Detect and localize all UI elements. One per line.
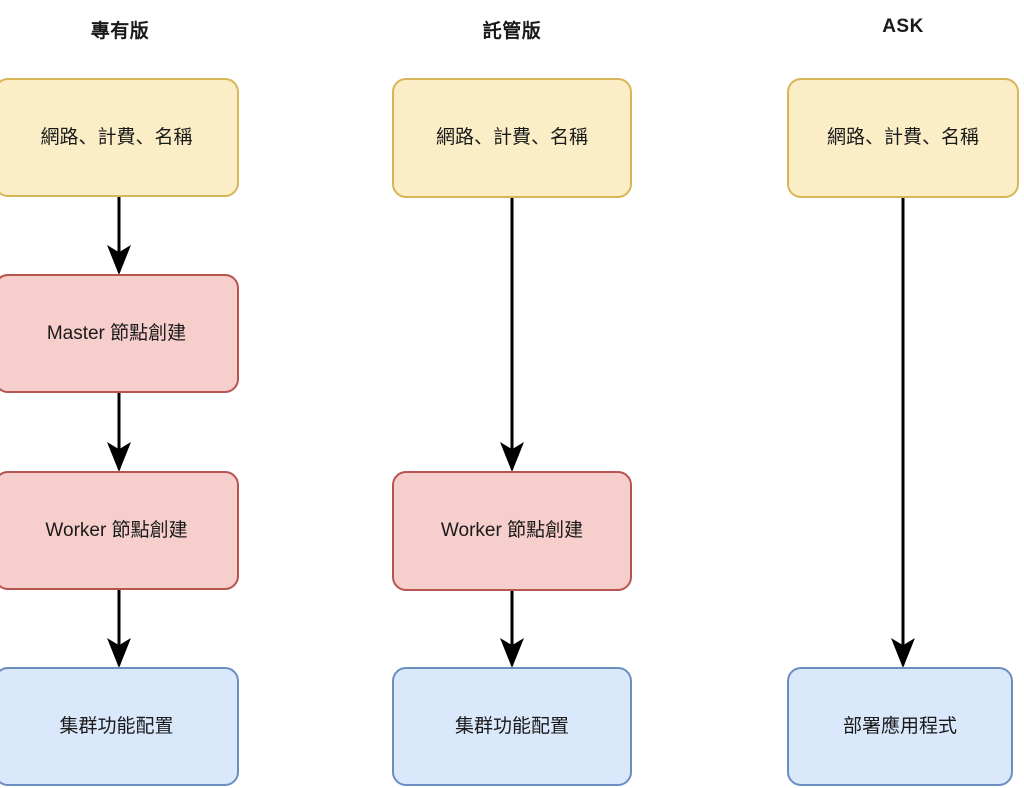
- node-ask-network-billing-name[interactable]: 網路、計費、名稱: [787, 78, 1019, 198]
- node-label: 網路、計費、名稱: [435, 127, 588, 149]
- column-header-dedicated: 專有版: [90, 21, 150, 42]
- node-label: Master 節點創建: [46, 322, 187, 344]
- node-dedicated-worker-node-creation[interactable]: Worker 節點創建: [0, 471, 239, 590]
- node-label: Worker 節點創建: [45, 519, 188, 541]
- node-label: 網路、計費、名稱: [40, 126, 193, 148]
- node-managed-cluster-feature-config[interactable]: 集群功能配置: [392, 667, 632, 786]
- node-dedicated-master-node-creation[interactable]: Master 節點創建: [0, 274, 239, 393]
- node-label: 集群功能配置: [454, 715, 569, 737]
- node-label: Worker 節點創建: [440, 520, 584, 542]
- node-label: 網路、計費、名稱: [826, 127, 979, 149]
- node-ask-deploy-application[interactable]: 部署應用程式: [787, 667, 1013, 786]
- node-dedicated-network-billing-name[interactable]: 網路、計費、名稱: [0, 78, 239, 197]
- node-dedicated-cluster-feature-config[interactable]: 集群功能配置: [0, 667, 239, 786]
- node-label: 部署應用程式: [842, 715, 957, 737]
- node-label: 集群功能配置: [59, 715, 174, 737]
- node-managed-worker-node-creation[interactable]: Worker 節點創建: [392, 471, 632, 591]
- node-managed-network-billing-name[interactable]: 網路、計費、名稱: [392, 78, 632, 198]
- column-header-managed: 託管版: [482, 21, 542, 42]
- column-header-ask: ASK: [882, 16, 924, 37]
